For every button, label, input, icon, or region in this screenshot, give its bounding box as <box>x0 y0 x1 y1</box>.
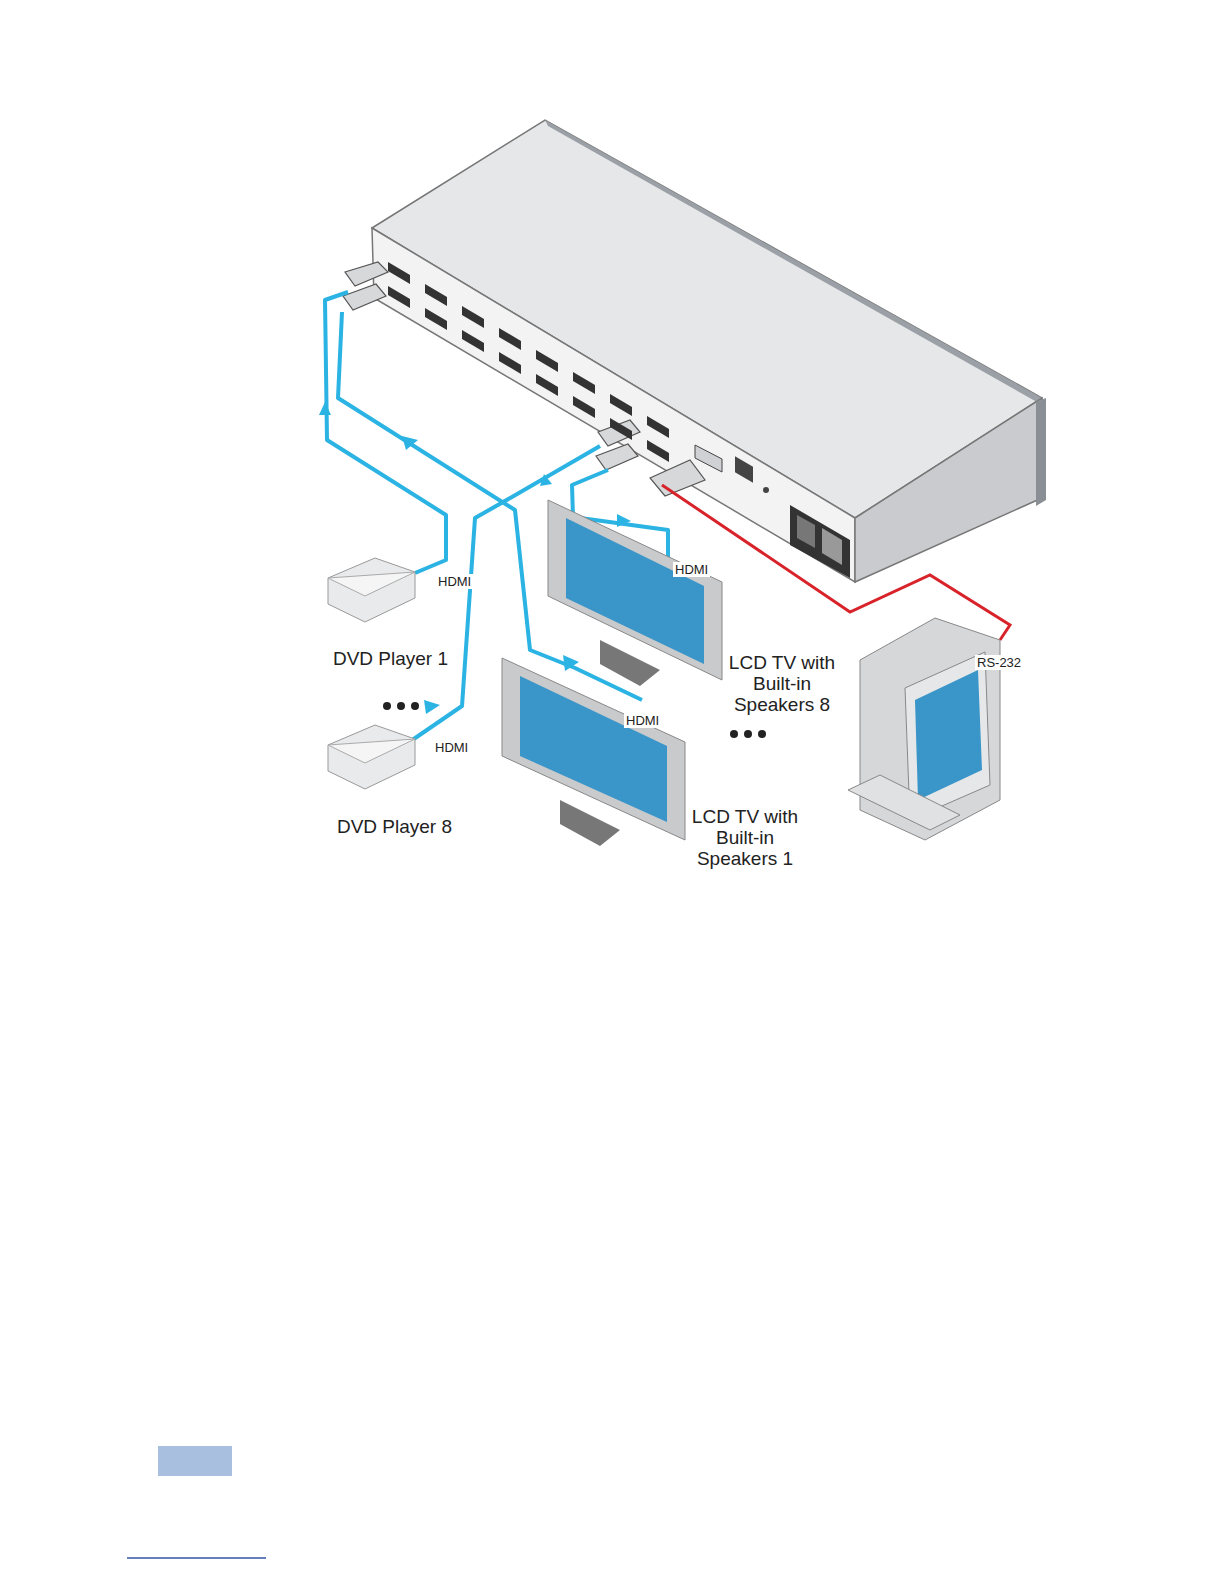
hdmi-port <box>536 374 558 396</box>
hdmi-port <box>610 394 632 416</box>
dvd-player <box>328 558 415 789</box>
cable-label: HDMI <box>673 562 710 577</box>
matrix-switcher <box>343 120 1046 582</box>
hdmi-port <box>462 306 484 328</box>
hdmi-ports <box>388 262 669 462</box>
device-caption: DVD Player 1 <box>318 648 463 669</box>
lcd-tv <box>502 500 722 846</box>
device-label: LCD TV with Built-in Speakers 8 <box>722 652 842 715</box>
hdmi-port <box>573 396 595 418</box>
cable-label: HDMI <box>436 574 473 589</box>
hdmi-port <box>573 372 595 394</box>
hdmi-port <box>499 352 521 374</box>
cable-label: RS-232 <box>975 655 1023 670</box>
cable-label: HDMI <box>433 740 470 755</box>
footer-rule <box>127 1557 266 1559</box>
device-label: LCD TV with Built-in Speakers 1 <box>680 806 810 869</box>
hdmi-port <box>647 440 669 462</box>
hdmi-port <box>499 328 521 350</box>
device-caption: DVD Player 8 <box>322 816 467 837</box>
hdmi-port <box>536 350 558 372</box>
hdmi-port <box>388 286 410 308</box>
ellipsis-dots <box>383 702 766 738</box>
device-label: DVD Player 1 <box>318 648 463 669</box>
cable-label: HDMI <box>624 713 661 728</box>
hdmi-cable <box>325 292 668 745</box>
device-label: DVD Player 8 <box>322 816 467 837</box>
hdmi-port <box>462 330 484 352</box>
hdmi-port <box>647 416 669 438</box>
hdmi-port <box>425 308 447 330</box>
hdmi-port <box>610 418 632 440</box>
page-tab <box>158 1446 232 1476</box>
computer <box>848 618 1000 840</box>
device-caption: LCD TV with Built-in Speakers 8 <box>722 652 842 715</box>
device-caption: LCD TV with Built-in Speakers 1 <box>680 806 810 869</box>
hdmi-port <box>388 262 410 284</box>
hdmi-port <box>425 284 447 306</box>
